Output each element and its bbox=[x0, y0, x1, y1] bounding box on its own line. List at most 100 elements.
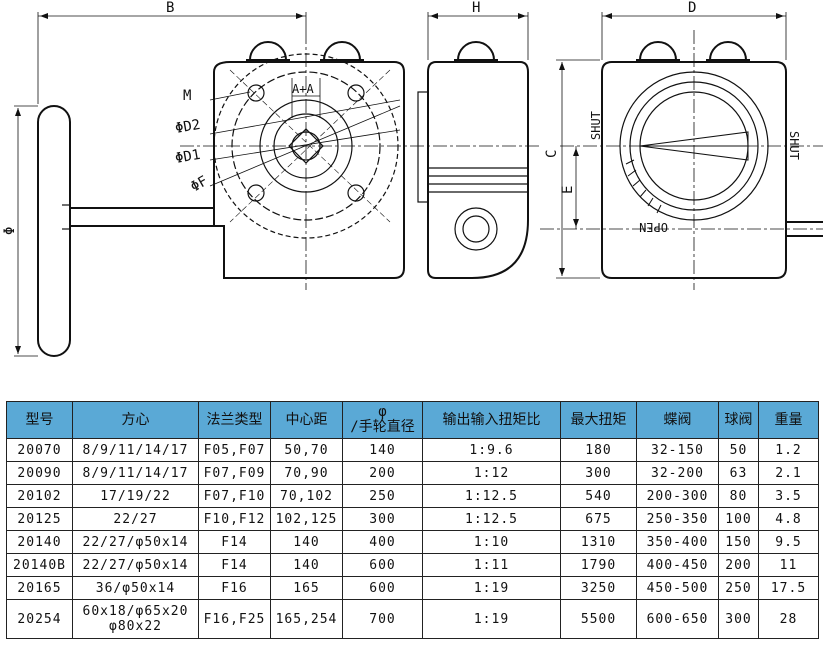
dim-label-b: B bbox=[166, 0, 174, 16]
cell-model: 20090 bbox=[6, 461, 73, 485]
cell-model: 20125 bbox=[6, 507, 73, 531]
cell-ball-valve: 50 bbox=[718, 438, 759, 462]
cell-torque-ratio: 1:12.5 bbox=[422, 484, 561, 508]
cell-weight: 3.5 bbox=[758, 484, 819, 508]
cell-square-bore: 60x18/φ65x20 φ80x22 bbox=[72, 599, 199, 639]
spec-table: 型号 方心 法兰类型 中心距 φ /手轮直径 输出输入扭矩比 最大扭矩 蝶阀 球… bbox=[6, 401, 819, 639]
dim-label-d2: ΦD2 bbox=[174, 117, 202, 137]
cell-ball-valve: 150 bbox=[718, 530, 759, 554]
cell-flange-type: F16 bbox=[198, 576, 271, 600]
cell-butterfly-valve: 350-400 bbox=[636, 530, 719, 554]
cell-center-distance: 140 bbox=[270, 553, 343, 577]
dim-label-h: H bbox=[472, 0, 480, 16]
cell-model: 20140 bbox=[6, 530, 73, 554]
front-view bbox=[180, 30, 540, 290]
cell-handwheel-diameter: 140 bbox=[342, 438, 423, 462]
cell-ball-valve: 63 bbox=[718, 461, 759, 485]
cell-model: 20165 bbox=[6, 576, 73, 600]
cell-weight: 11 bbox=[758, 553, 819, 577]
cell-model: 20254 bbox=[6, 599, 73, 639]
cell-model: 20140B bbox=[6, 553, 73, 577]
cell-weight: 17.5 bbox=[758, 576, 819, 600]
cell-butterfly-valve: 200-300 bbox=[636, 484, 719, 508]
cell-torque-ratio: 1:19 bbox=[422, 576, 561, 600]
cell-max-torque: 5500 bbox=[560, 599, 637, 639]
cell-center-distance: 140 bbox=[270, 530, 343, 554]
cell-butterfly-valve: 32-200 bbox=[636, 461, 719, 485]
cell-model: 20070 bbox=[6, 438, 73, 462]
cell-center-distance: 70,90 bbox=[270, 461, 343, 485]
cell-max-torque: 540 bbox=[560, 484, 637, 508]
cell-ball-valve: 300 bbox=[718, 599, 759, 639]
header-square-bore: 方心 bbox=[72, 401, 199, 439]
dial-label-shut-left: SHUT bbox=[589, 111, 603, 140]
dim-label-d: D bbox=[688, 0, 696, 16]
dim-label-d1: ΦD1 bbox=[174, 147, 202, 167]
cell-flange-type: F07,F09 bbox=[198, 461, 271, 485]
technical-drawing: B H D M A+A ΦD2 ΦD1 ΦF Φ C E SHUT SHUT O… bbox=[2, 0, 823, 357]
cell-butterfly-valve: 400-450 bbox=[636, 553, 719, 577]
cell-weight: 28 bbox=[758, 599, 819, 639]
header-torque-ratio: 输出输入扭矩比 bbox=[422, 401, 561, 439]
table-header-row: 型号 方心 法兰类型 中心距 φ /手轮直径 输出输入扭矩比 最大扭矩 蝶阀 球… bbox=[6, 401, 819, 439]
cell-handwheel-diameter: 600 bbox=[342, 576, 423, 600]
cell-max-torque: 1790 bbox=[560, 553, 637, 577]
cell-flange-type: F07,F10 bbox=[198, 484, 271, 508]
cell-square-bore: 36/φ50x14 bbox=[72, 576, 199, 600]
cell-max-torque: 180 bbox=[560, 438, 637, 462]
header-handwheel-diameter: φ /手轮直径 bbox=[342, 401, 423, 439]
dim-label-e: E bbox=[560, 186, 576, 194]
cell-butterfly-valve: 600-650 bbox=[636, 599, 719, 639]
cell-weight: 4.8 bbox=[758, 507, 819, 531]
cell-square-bore: 8/9/11/14/17 bbox=[72, 438, 199, 462]
cell-max-torque: 300 bbox=[560, 461, 637, 485]
dial-label-shut-right: SHUT bbox=[787, 131, 801, 160]
cell-handwheel-diameter: 300 bbox=[342, 507, 423, 531]
cell-flange-type: F05,F07 bbox=[198, 438, 271, 462]
cell-ball-valve: 100 bbox=[718, 507, 759, 531]
cell-handwheel-diameter: 600 bbox=[342, 553, 423, 577]
dim-label-f: ΦF bbox=[188, 173, 211, 195]
cell-handwheel-diameter: 200 bbox=[342, 461, 423, 485]
indicator-view bbox=[540, 12, 823, 290]
cell-center-distance: 50,70 bbox=[270, 438, 343, 462]
header-flange-type: 法兰类型 bbox=[198, 401, 271, 439]
cell-torque-ratio: 1:10 bbox=[422, 530, 561, 554]
cell-torque-ratio: 1:12.5 bbox=[422, 507, 561, 531]
dim-label-c: C bbox=[544, 150, 560, 158]
dial-label-open: OPEN bbox=[639, 220, 668, 234]
cell-center-distance: 165 bbox=[270, 576, 343, 600]
cell-flange-type: F14 bbox=[198, 530, 271, 554]
cell-max-torque: 3250 bbox=[560, 576, 637, 600]
cell-square-bore: 22/27/φ50x14 bbox=[72, 530, 199, 554]
dim-label-phi: Φ bbox=[2, 227, 18, 235]
cell-ball-valve: 80 bbox=[718, 484, 759, 508]
header-butterfly-valve: 蝶阀 bbox=[636, 401, 719, 439]
cell-max-torque: 1310 bbox=[560, 530, 637, 554]
cell-center-distance: 102,125 bbox=[270, 507, 343, 531]
cell-weight: 9.5 bbox=[758, 530, 819, 554]
cell-torque-ratio: 1:12 bbox=[422, 461, 561, 485]
cell-center-distance: 70,102 bbox=[270, 484, 343, 508]
cell-handwheel-diameter: 250 bbox=[342, 484, 423, 508]
cell-square-bore: 22/27 bbox=[72, 507, 199, 531]
dim-label-aa: A+A bbox=[292, 82, 314, 96]
cell-handwheel-diameter: 700 bbox=[342, 599, 423, 639]
cell-ball-valve: 200 bbox=[718, 553, 759, 577]
cell-torque-ratio: 1:19 bbox=[422, 599, 561, 639]
cell-square-bore: 22/27/φ50x14 bbox=[72, 553, 199, 577]
cell-torque-ratio: 1:11 bbox=[422, 553, 561, 577]
side-view bbox=[417, 12, 529, 279]
header-model: 型号 bbox=[6, 401, 73, 439]
cell-butterfly-valve: 32-150 bbox=[636, 438, 719, 462]
cell-torque-ratio: 1:9.6 bbox=[422, 438, 561, 462]
cell-model: 20102 bbox=[6, 484, 73, 508]
cell-butterfly-valve: 250-350 bbox=[636, 507, 719, 531]
